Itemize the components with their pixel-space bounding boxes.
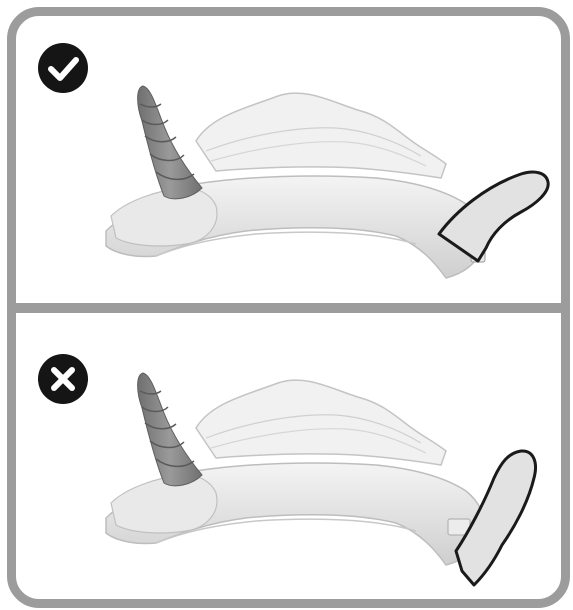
correct-panel — [16, 16, 561, 303]
mane-shape — [196, 380, 446, 465]
mane-shape — [196, 93, 446, 178]
unicorn-horn — [138, 373, 202, 486]
figure-frame — [7, 7, 570, 608]
panel-divider — [16, 303, 561, 313]
correct-illustration — [16, 16, 561, 303]
incorrect-panel — [16, 313, 561, 599]
unicorn-horn — [138, 86, 202, 199]
incorrect-illustration — [16, 313, 561, 599]
